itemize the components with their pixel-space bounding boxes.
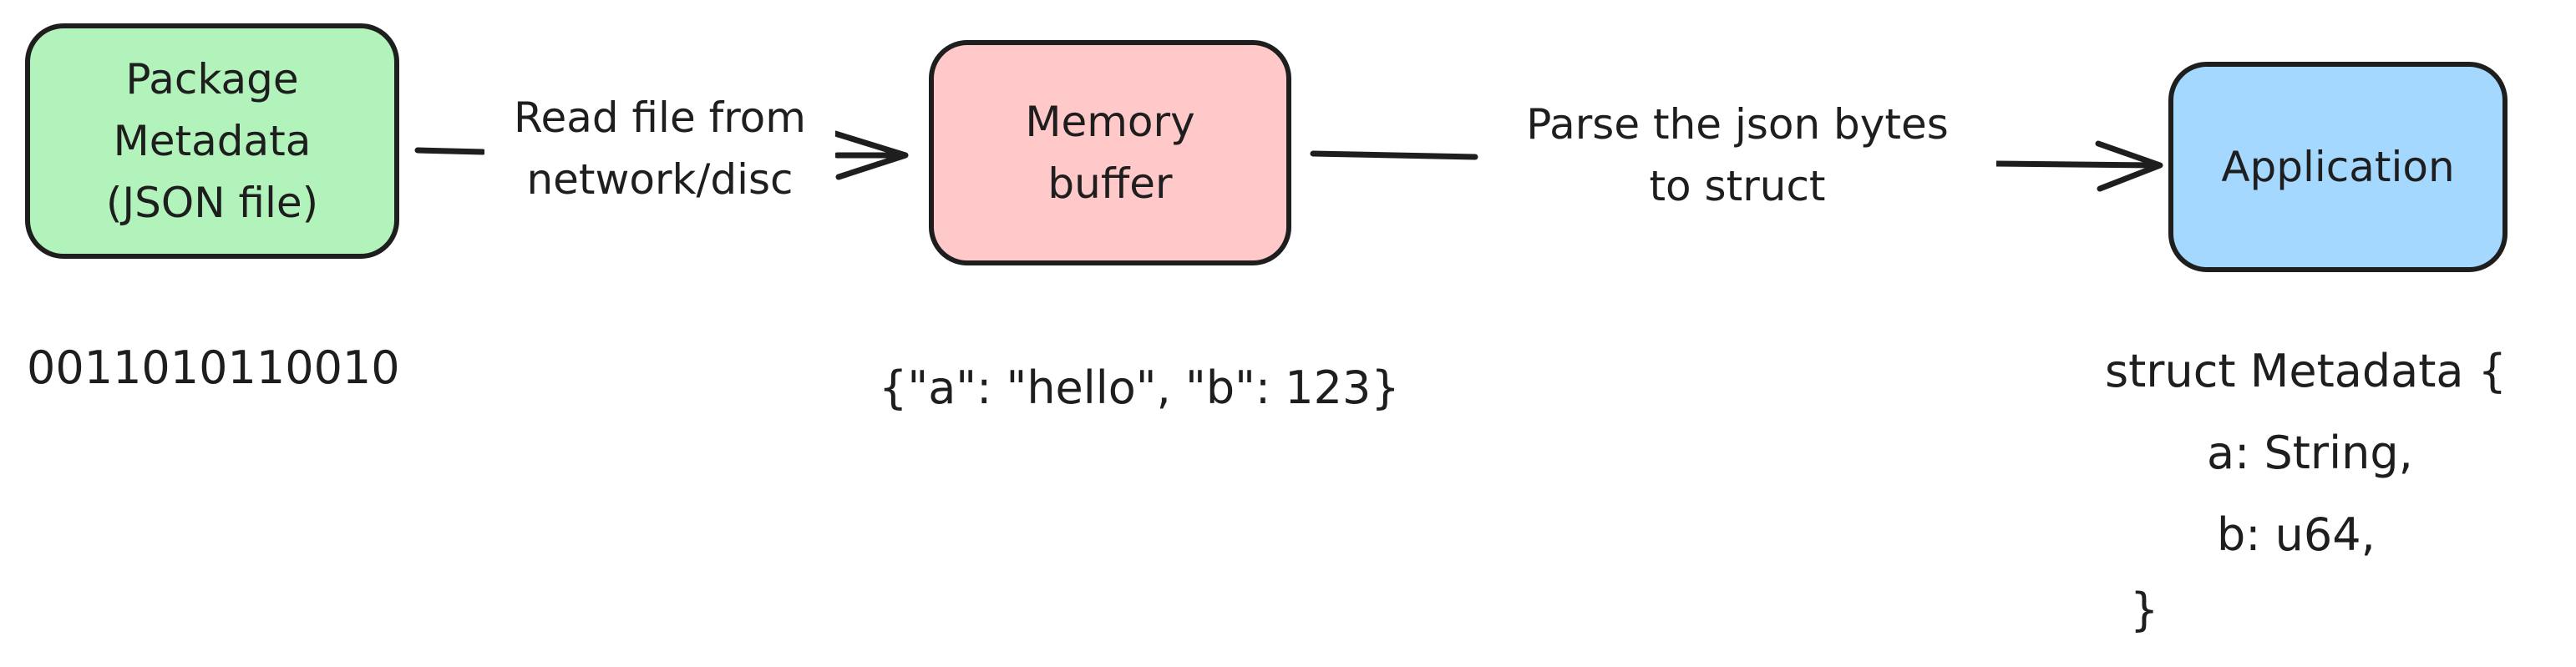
struct-line: }	[2130, 584, 2159, 636]
struct-line: a: String,	[2207, 427, 2413, 479]
memory-buffer-label: Memory buffer	[1025, 98, 1195, 208]
arrow-parse-shaft-right	[1991, 160, 2160, 169]
arrow-parse-head	[2095, 140, 2163, 192]
package-metadata-node: Package Metadata (JSON file)	[25, 23, 399, 259]
struct-line: b: u64,	[2217, 508, 2376, 561]
struct-line: struct Metadata {	[2105, 345, 2507, 397]
memory-buffer-node: Memory buffer	[929, 40, 1291, 265]
annotation-json-text: {"a": "hello", "b": 123}	[879, 361, 1400, 414]
arrow-read-head	[832, 130, 909, 180]
package-metadata-label: Package Metadata (JSON file)	[105, 55, 319, 227]
edge-label-read-file: Read file from network/disc	[484, 87, 835, 210]
arrow-read-shaft-left	[414, 147, 486, 155]
edge-label-parse-json: Parse the json bytes to struct	[1478, 93, 1996, 217]
annotation-binary-bytes: 0011010110010	[27, 341, 400, 394]
application-label: Application	[2221, 143, 2455, 191]
arrow-parse-shaft-left	[1310, 150, 1478, 160]
application-node: Application	[2168, 62, 2508, 272]
